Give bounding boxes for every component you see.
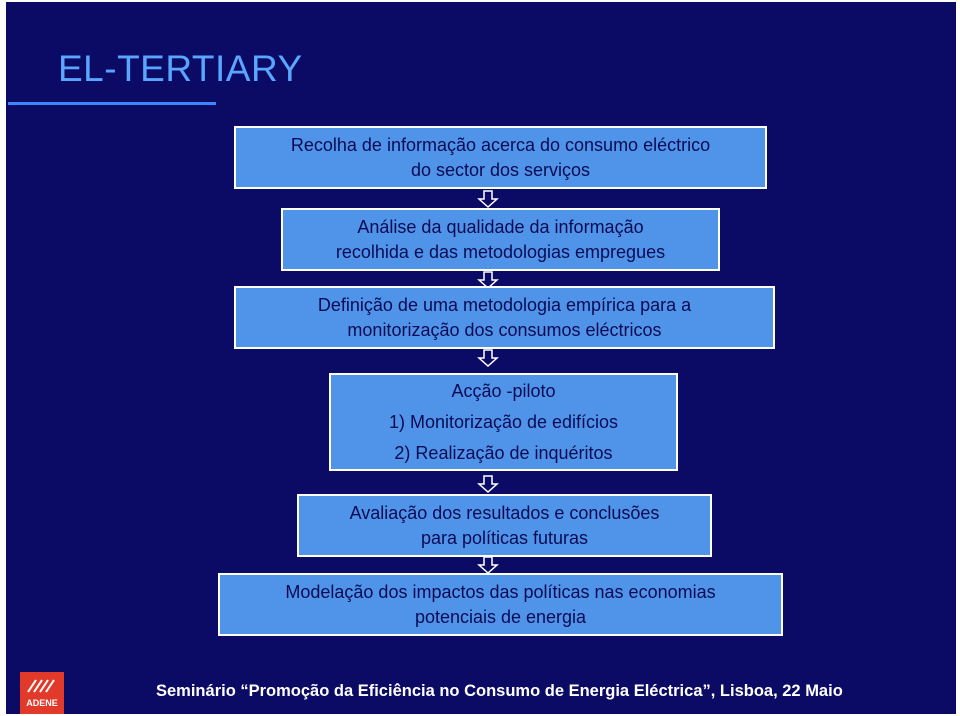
down-arrow-icon (477, 190, 499, 208)
down-arrow-icon (477, 349, 499, 367)
flow-step-3-line-2: monitorização dos consumos eléctricos (347, 319, 662, 340)
flow-step-2: Análise da qualidade da informação recol… (281, 208, 720, 271)
footer-caption: Seminário “Promoção da Eficiência no Con… (156, 682, 843, 700)
flow-step-6-line-2: potenciais de energia (414, 606, 587, 627)
flow-step-2-line-1: Análise da qualidade da informação (357, 216, 644, 237)
flow-step-2-line-2: recolhida e das metodologias empregues (335, 241, 666, 262)
flow-step-3-line-1: Definição de uma metodologia empírica pa… (317, 294, 692, 315)
adene-logo: ADENE (20, 672, 64, 714)
flow-step-6-line-1: Modelação dos impactos das políticas nas… (285, 581, 716, 602)
flow-step-4-line-1: Acção -piloto (451, 380, 556, 401)
flow-step-1: Recolha de informação acerca do consumo … (234, 126, 767, 189)
down-arrow-icon (477, 271, 499, 289)
flow-step-4-line-3: 2) Realização de inquéritos (394, 442, 613, 463)
logo-mark-icon (27, 679, 55, 693)
flow-step-1-line-2: do sector dos serviços (410, 159, 591, 180)
flow-step-1-line-1: Recolha de informação acerca do consumo … (290, 134, 711, 155)
logo-text: ADENE (26, 698, 58, 708)
flow-step-3: Definição de uma metodologia empírica pa… (234, 286, 775, 349)
down-arrow-icon (477, 556, 499, 574)
flow-step-5-line-2: para políticas futuras (420, 527, 589, 548)
slide-title: EL-TERTIARY (58, 48, 303, 89)
down-arrow-icon (477, 475, 499, 493)
flow-step-5: Avaliação dos resultados e conclusões pa… (297, 494, 712, 557)
flow-step-6: Modelação dos impactos das políticas nas… (218, 573, 783, 636)
title-underline (8, 102, 216, 105)
flow-step-4: Acção -piloto 1) Monitorização de edifíc… (329, 373, 678, 471)
flow-step-4-line-2: 1) Monitorização de edifícios (388, 411, 619, 432)
flow-step-5-line-1: Avaliação dos resultados e conclusões (349, 502, 660, 523)
